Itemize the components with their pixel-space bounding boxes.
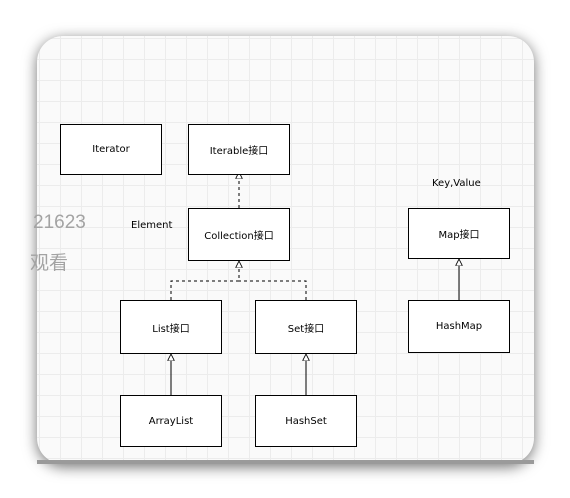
node-set-interface[interactable]: Set接口 <box>255 300 357 354</box>
node-arraylist[interactable]: ArrayList <box>120 395 222 447</box>
relationship-edges <box>37 172 534 395</box>
node-iterator[interactable]: Iterator <box>60 124 162 175</box>
diagram-canvas: 21623 观看 Iterator Iterable接口 Element Col… <box>30 36 534 464</box>
canvas-bottom-edge <box>37 460 534 464</box>
watermark-view-count: 21623 <box>33 212 86 233</box>
node-collection-interface[interactable]: Collection接口 <box>188 208 290 261</box>
label-key-value: Key,Value <box>432 178 481 189</box>
edge-list-collection <box>170 261 239 300</box>
node-iterable-interface[interactable]: Iterable接口 <box>188 124 290 175</box>
label-element: Element <box>131 220 173 231</box>
node-hashmap[interactable]: HashMap <box>408 300 510 353</box>
edge-set-collection <box>239 280 307 300</box>
node-list-interface[interactable]: List接口 <box>120 300 222 354</box>
node-hashset[interactable]: HashSet <box>255 395 357 447</box>
node-map-interface[interactable]: Map接口 <box>408 208 510 259</box>
watermark-view-label: 观看 <box>30 253 69 274</box>
